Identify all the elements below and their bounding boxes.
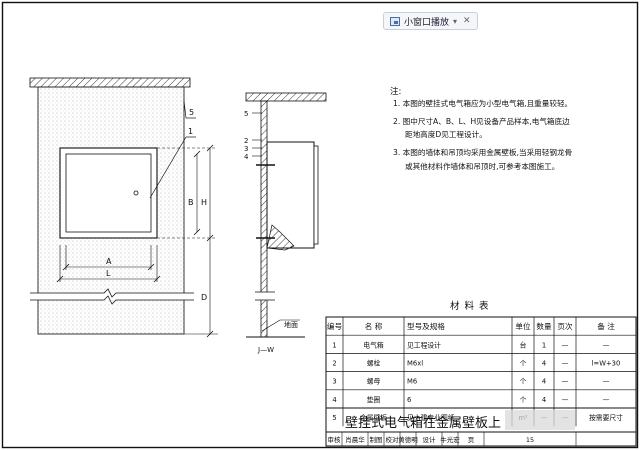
table-cell: — — [603, 341, 610, 349]
note-line: 2. 图中尺寸A、B、L、H见设备产品样本,电气箱底边 — [393, 116, 570, 126]
chevron-down-icon[interactable]: ▾ — [453, 16, 458, 26]
table-cell: 金属壁板 — [360, 413, 387, 422]
table-cell: 螺栓 — [367, 359, 381, 368]
drawing-title: 壁挂式电气箱在金属壁板上 — [345, 415, 501, 431]
table-header-cell: 型号及规格 — [407, 321, 445, 331]
table-cell: 3 — [332, 378, 336, 386]
section-box-door — [313, 145, 319, 245]
table-cell: — — [562, 360, 569, 368]
sign-cell: 设计 — [423, 435, 437, 444]
table-header-cell: 名 称 — [365, 321, 383, 331]
table-cell: 1 — [542, 341, 546, 349]
dim-a: A — [106, 257, 112, 266]
table-cell: 1 — [332, 341, 336, 349]
table-cell: 个 — [520, 396, 527, 404]
table-cell: 见工程设计 — [407, 340, 441, 349]
table-cell: 4 — [542, 360, 546, 368]
sign-cell: 校对 — [386, 435, 400, 444]
electrical-box — [59, 147, 158, 239]
note-line: 距地高度D见工程设计。 — [405, 129, 487, 139]
section-view: 地面 5 2 3 4 J—W — [244, 92, 327, 354]
table-cell: 螺母 — [367, 377, 381, 386]
close-icon[interactable]: ✕ — [463, 16, 471, 26]
table-cell: 个 — [520, 378, 527, 386]
mini-window-icon — [390, 16, 400, 26]
table-cell: l=W+30 — [592, 360, 621, 368]
callout-4-section: 4 — [244, 153, 249, 161]
sign-cell: 制图 — [370, 435, 383, 444]
material-table: 材 料 表 编号 名 称 型号及规格 单位数量页次 备 注 1 电气箱 见工程设计 台 1 — — 2 螺… — [325, 300, 637, 427]
callout-5-front: 5 — [189, 108, 194, 117]
mini-window-toolbar[interactable]: 小窗口播放 ▾ ✕ — [383, 12, 478, 30]
ceiling-slab — [29, 77, 191, 88]
sign-cell: 牛光宏 — [440, 435, 460, 444]
title-block-blur — [505, 410, 575, 430]
dim-b: B — [188, 198, 194, 207]
table-cell: 4 — [542, 396, 546, 404]
electrical-box-door — [65, 153, 152, 233]
section-conduit — [266, 224, 295, 251]
table-cell: 4 — [542, 378, 546, 386]
sign-cell: 页 — [468, 436, 475, 444]
note-line: 或其他材料作墙体和吊顶时,可参考本图施工。 — [405, 161, 559, 171]
table-cell: 6 — [407, 396, 411, 404]
material-table-title: 材 料 表 — [450, 300, 490, 312]
table-cell: — — [562, 341, 569, 349]
table-cell: 4 — [332, 396, 336, 404]
callout-3-section: 3 — [244, 145, 248, 153]
door-lock — [133, 190, 139, 196]
callout-1-front: 1 — [188, 127, 193, 136]
notes: 注: 1. 本图的壁挂式电气箱应为小型电气箱,且重量较轻。 2. 图中尺寸A、B… — [390, 86, 572, 171]
table-header-cell: 备 注 — [597, 321, 615, 331]
notes-heading: 注: — [390, 86, 401, 97]
note-line: 3. 本图的墙体和吊顶均采用金属壁板,当采用轻钢龙骨 — [393, 147, 572, 157]
floor-label: 地面 — [284, 320, 298, 329]
table-cell: 垫圈 — [367, 395, 381, 404]
section-ceiling — [245, 92, 327, 102]
section-cut-label: J—W — [257, 346, 274, 354]
table-cell: M6 — [407, 378, 417, 386]
section-wall — [260, 100, 268, 338]
mini-window-label[interactable]: 小窗口播放 — [404, 17, 450, 28]
table-cell: M6xl — [407, 360, 423, 368]
table-header-cell: 编号 — [327, 321, 343, 331]
sign-cell: 肖晨华 — [345, 435, 365, 444]
table-header-cell: 数量 — [536, 321, 552, 331]
table-cell: 个 — [520, 360, 527, 368]
sign-cell: 审核 — [328, 435, 342, 444]
table-cell: 5 — [332, 414, 336, 422]
table-header-cell: 页次 — [557, 321, 573, 331]
dim-h: H — [201, 198, 207, 207]
table-cell: 2 — [332, 360, 336, 368]
table-cell: 按需要尺寸 — [589, 413, 623, 422]
dim-l: L — [106, 269, 111, 278]
table-cell: — — [603, 396, 610, 404]
table-cell: 台 — [520, 340, 527, 349]
break-line — [30, 288, 194, 305]
table-cell: — — [562, 396, 569, 404]
table-cell: — — [562, 378, 569, 386]
sign-cell: 黄德明 — [398, 435, 418, 444]
table-cell: 见土建专业图纸 — [407, 413, 455, 422]
dim-d: D — [201, 293, 207, 302]
table-cell: — — [603, 378, 610, 386]
table-header-cell: 单位 — [515, 321, 531, 331]
title-block: 壁挂式电气箱在金属壁板上 审核肖晨华制图校对黄德明设计牛光宏页 15 — [325, 407, 637, 447]
callout-5-section: 5 — [244, 110, 248, 118]
table-cell: 电气箱 — [363, 340, 384, 349]
sign-cell: 15 — [526, 436, 534, 444]
callout-2-section: 2 — [244, 137, 248, 145]
front-view: 1 5 A L B H D — [29, 77, 218, 338]
note-line: 1. 本图的壁挂式电气箱应为小型电气箱,且重量较轻。 — [393, 98, 572, 108]
